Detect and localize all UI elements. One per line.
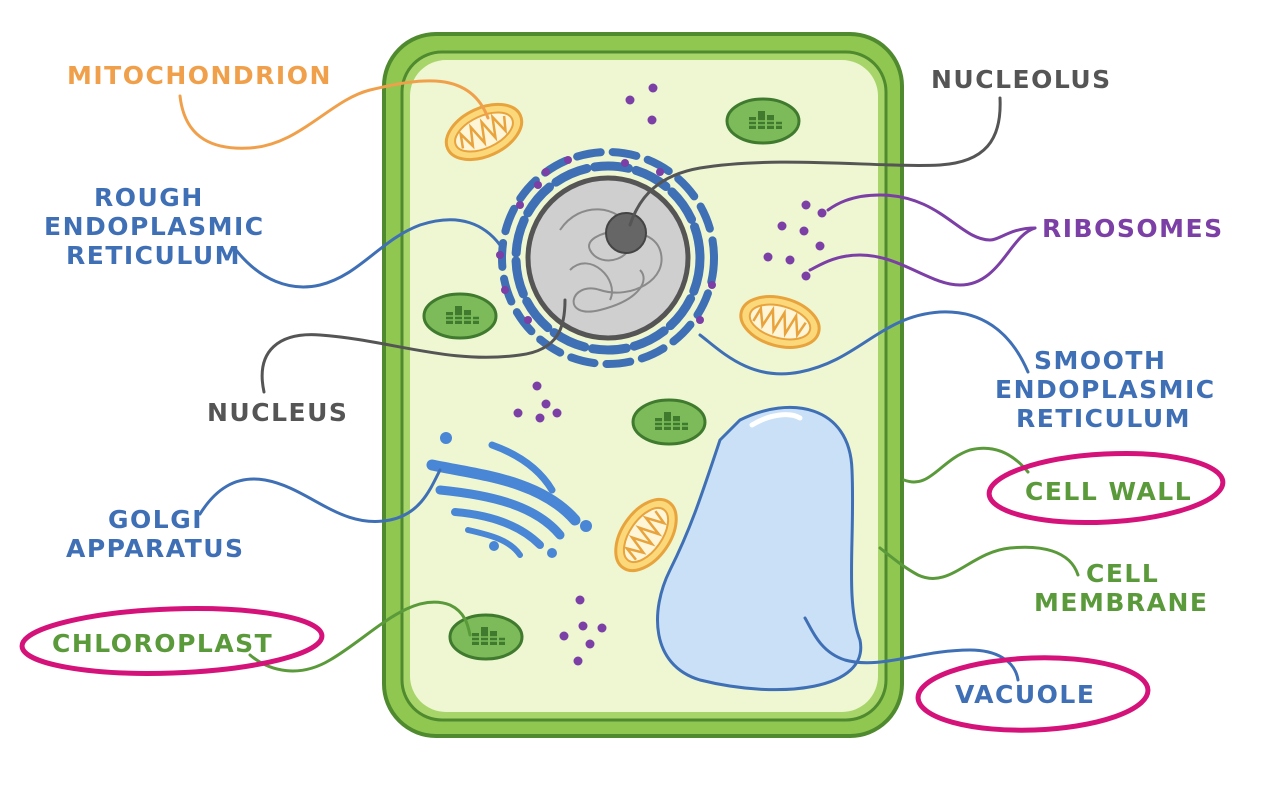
- cell-membrane-leader: [878, 545, 1080, 580]
- label-smooth-er-line2: ENDOPLASMIC: [995, 375, 1216, 404]
- label-ribosomes: RIBOSOMES: [1042, 214, 1224, 243]
- label-chloroplast: CHLOROPLAST: [52, 629, 273, 658]
- label-nucleus: NUCLEUS: [207, 398, 348, 427]
- label-vacuole: VACUOLE: [955, 680, 1095, 709]
- nucleus-shape: [525, 175, 691, 341]
- golgi-shape: [426, 441, 581, 558]
- label-rough-er-line3: RETICULUM: [66, 241, 241, 270]
- label-golgi-line2: APPARATUS: [66, 534, 245, 563]
- cell-wall-highlight: [986, 450, 1226, 526]
- chloroplast-shape-2: [422, 292, 498, 340]
- chloroplast-leader: [248, 600, 472, 673]
- label-cell-membrane-line2: MEMBRANE: [1034, 588, 1209, 617]
- vacuole-highlight: [749, 412, 803, 428]
- chloroplast-shape-4: [448, 613, 524, 661]
- label-nucleolus: NUCLEOLUS: [931, 65, 1112, 94]
- ribosomes-leader-2: [808, 226, 1037, 287]
- ribosome-dots-on-er: [496, 156, 716, 324]
- smooth-er-leader: [698, 310, 1030, 376]
- label-golgi-line1: GOLGI: [108, 505, 203, 534]
- nucleolus-leader: [628, 96, 1002, 227]
- label-mitochondrion: MITOCHONDRION: [67, 61, 332, 90]
- label-smooth-er-line3: RETICULUM: [1016, 404, 1191, 433]
- golgi-vesicles: [440, 432, 592, 558]
- chloroplast-shape-1: [725, 97, 801, 145]
- mitochondrion-leader: [178, 79, 490, 150]
- nucleolus-shape: [605, 212, 647, 254]
- vacuole-highlight-ring: [915, 655, 1151, 733]
- ribosomes-leader-1: [826, 193, 1037, 242]
- golgi-leader: [198, 468, 442, 523]
- free-ribosomes: [513, 83, 827, 666]
- nucleus-leader: [260, 298, 567, 394]
- vacuole-leader: [803, 616, 1020, 682]
- vacuole-shape: [656, 406, 863, 692]
- label-rough-er-line1: ROUGH: [94, 183, 204, 212]
- cell-wall-leader: [902, 446, 1030, 484]
- label-smooth-er-line1: SMOOTH: [1034, 346, 1166, 375]
- chloroplast-shape-3: [631, 398, 707, 446]
- label-rough-er-line2: ENDOPLASMIC: [44, 212, 265, 241]
- label-cell-membrane-line1: CELL: [1086, 559, 1159, 588]
- rough-er-leader: [234, 218, 502, 289]
- label-cell-wall: CELL WALL: [1025, 477, 1192, 506]
- chloroplast-highlight: [19, 606, 325, 676]
